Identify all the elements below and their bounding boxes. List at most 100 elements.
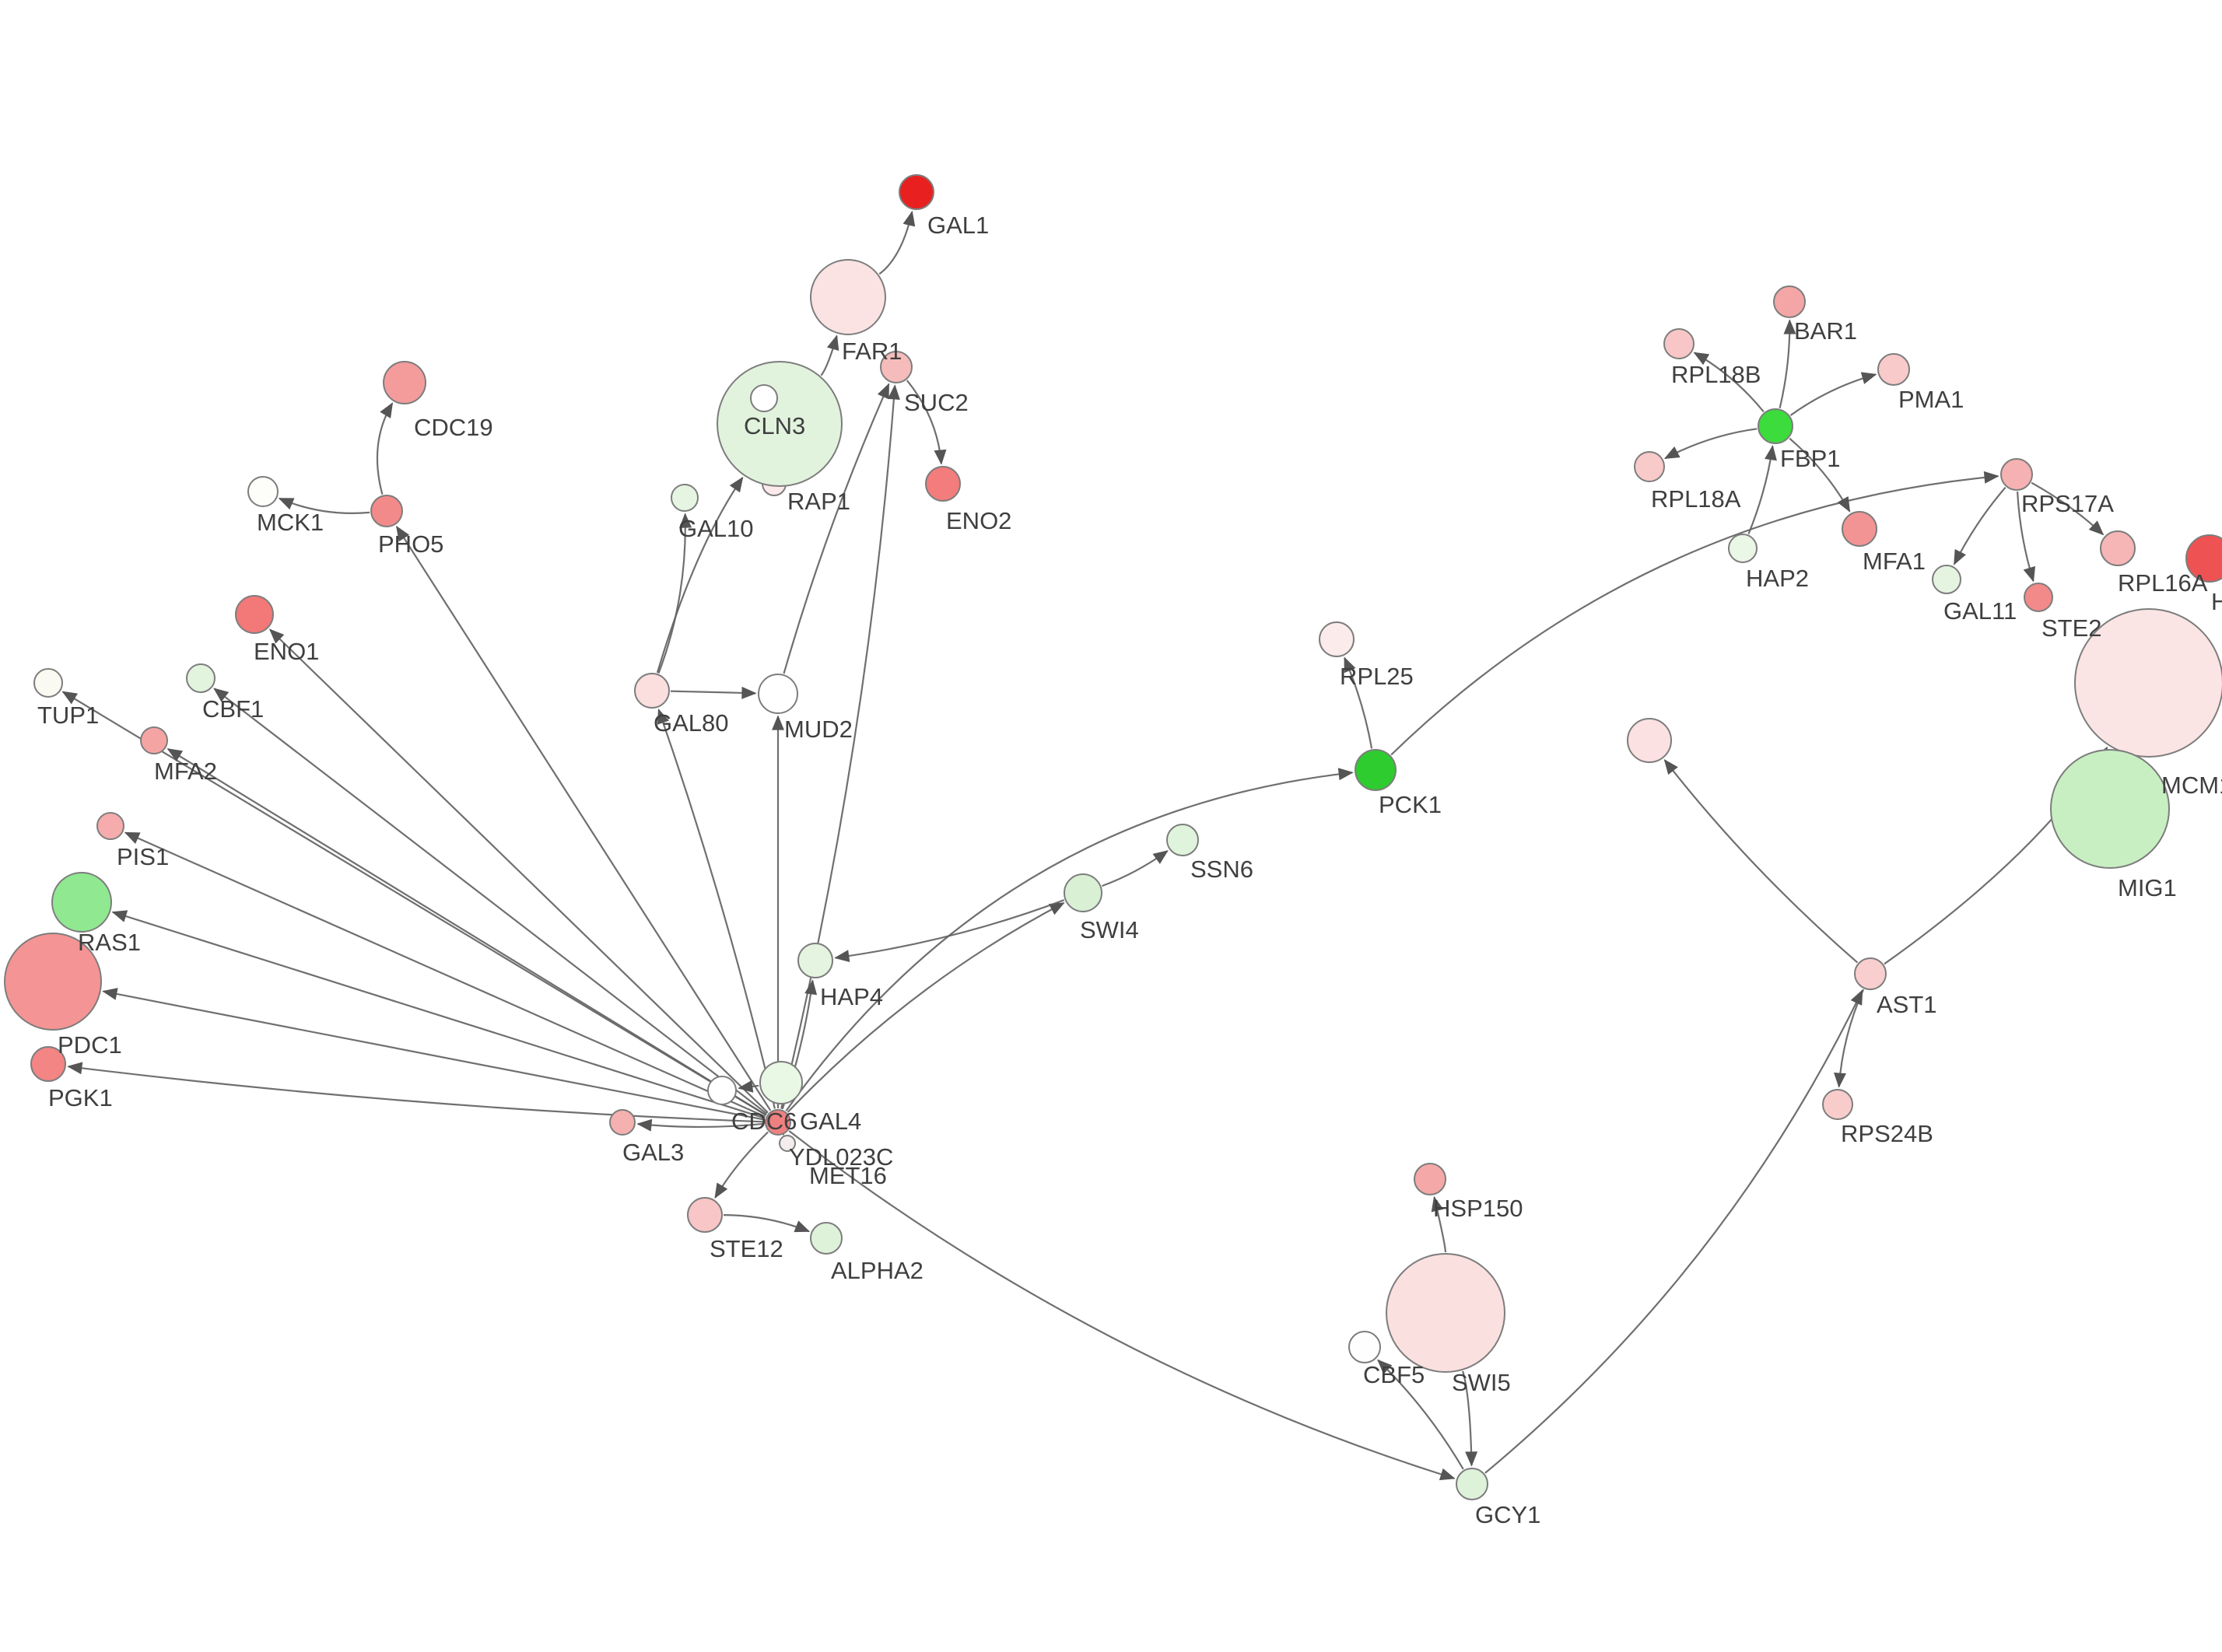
edge-GAL4-SUC2[interactable] [780,384,900,1109]
edge-MUD2-SUC2[interactable] [783,383,890,674]
edge-GAL4-GCY1[interactable] [788,1130,1456,1481]
node-RPL25[interactable] [1319,621,1355,657]
node-PGK1[interactable] [30,1046,66,1082]
edge-GAL4-PDC1[interactable] [102,988,765,1121]
node-PDC1[interactable] [4,933,102,1031]
edge-SWI4-SSN6[interactable] [1102,850,1169,887]
edge-FBP1-BAR1[interactable] [1779,319,1796,408]
edge-GAL80-GAL10[interactable] [657,513,692,674]
node-AST1[interactable] [1854,957,1887,990]
node-RPL18A[interactable] [1634,451,1665,482]
edge-GAL4-MFA2[interactable] [166,748,767,1116]
edge-STE12-ALPHA2[interactable] [723,1214,811,1233]
edge-FBP1-RPL18B[interactable] [1693,352,1765,413]
node-unlabeled[interactable] [1627,718,1672,763]
node-GAL80[interactable] [634,673,670,709]
node-HSP150[interactable] [1414,1163,1446,1195]
edge-YDL023C-CDC6[interactable] [738,1080,759,1093]
edge-HAP2-FBP1[interactable] [1747,445,1777,534]
edge-FBP1-RPL18A[interactable] [1663,428,1758,460]
edge-AST1-UNK1[interactable] [1663,759,1859,964]
edge-GAL4-PCK1[interactable] [785,768,1354,1111]
edge-PHO5-CDC19[interactable] [376,402,394,495]
edge-SUC2-ENO2[interactable] [906,380,947,465]
node-RAS1[interactable] [51,872,112,933]
edge-GAL4-PGK1[interactable] [67,1062,765,1123]
edge-FBP1-MFA1[interactable] [1789,437,1851,513]
node-CBF5[interactable] [1348,1331,1381,1363]
edge-RPS17A-RPL16A[interactable] [2031,481,2105,536]
edge-GAL4-PIS1[interactable] [124,831,766,1118]
edge-GAL4-STE12[interactable] [714,1131,769,1199]
edge-SWI5-HSP150[interactable] [1431,1195,1446,1253]
node-MCK1[interactable] [247,476,279,507]
edge-CLN3-FAR1[interactable] [820,334,839,376]
node-GCY1[interactable] [1456,1468,1488,1500]
node-HIS4[interactable] [2185,534,2222,583]
node-PMA1[interactable] [1877,353,1910,386]
edge-GAL4-CBF1[interactable] [213,688,768,1115]
node-CLN3[interactable] [717,361,843,487]
node-RPL16A[interactable] [2100,530,2136,566]
node-MCM1[interactable] [2074,608,2222,758]
node-GAL10[interactable] [671,484,699,512]
node-STE12[interactable] [687,1197,723,1233]
node-BAR1[interactable] [1773,285,1806,318]
edge-FBP1-PMA1[interactable] [1789,372,1877,416]
node-CBF1[interactable] [186,663,216,693]
edge-SWI5-GCY1[interactable] [1462,1370,1478,1467]
node-MET16[interactable] [779,1135,796,1152]
edge-GAL4-RAS1[interactable] [111,910,766,1119]
node-FAR1[interactable] [810,259,886,335]
edge-GCY1-AST1[interactable] [1484,989,1863,1474]
node-GAL3[interactable] [609,1109,636,1136]
edge-GAL4-TUP1[interactable] [61,691,767,1116]
node-GAL11[interactable] [1932,565,1961,594]
node-YDL023C[interactable] [759,1061,803,1104]
node-HAP4[interactable] [797,943,833,978]
node-MFA1[interactable] [1842,511,1877,547]
node-RPS24B[interactable] [1822,1089,1853,1120]
edge-PHO5-MCK1[interactable] [278,497,370,515]
node-CDC19[interactable] [383,361,426,404]
node-HAP2[interactable] [1728,534,1758,563]
node-FBP1[interactable] [1758,408,1793,444]
node-TUP1[interactable] [33,668,63,698]
edge-PCK1-RPS17A[interactable] [1390,471,1999,756]
node-MFA2[interactable] [140,726,168,754]
edge-GAL4-GAL80[interactable] [657,708,776,1109]
edge-RPS17A-STE2[interactable] [2017,491,2035,583]
node-MIG1[interactable] [2050,749,2170,869]
edge-PCK1-RPL25[interactable] [1344,656,1373,749]
node-CDC6[interactable] [707,1076,737,1105]
edge-GAL4-SWI4[interactable] [787,902,1065,1113]
node-STE2[interactable] [2024,583,2053,612]
node-MUD2[interactable] [758,674,798,714]
edge-GAL80-MUD2[interactable] [670,686,757,699]
node-ENO1[interactable] [235,595,274,634]
node-ENO2[interactable] [925,466,961,502]
edge-RPS17A-GAL11[interactable] [1953,486,2006,565]
edge-GAL4-GAL3[interactable] [636,1118,765,1132]
edge-GCY1-CBF5[interactable] [1377,1359,1464,1470]
edge-AST1-RPS24B[interactable] [1833,989,1865,1088]
node-SSN6[interactable] [1166,824,1199,856]
node-ALPHA2[interactable] [810,1222,843,1255]
edge-GAL4-ENO1[interactable] [268,628,769,1114]
node-RPL18B[interactable] [1663,328,1695,359]
node-PIS1[interactable] [96,812,124,840]
node-SWI5[interactable] [1386,1253,1505,1373]
node-PHO5[interactable] [370,495,403,527]
node-GAL4[interactable] [765,1109,791,1136]
edge-GAL4-PHO5[interactable] [395,525,772,1111]
node-RPS17A[interactable] [2000,458,2033,491]
node-PCK1[interactable] [1355,749,1397,791]
edge-FAR1-GAL1[interactable] [878,210,916,275]
edge-GAL80-CLN3[interactable] [656,476,744,674]
node-SWI4[interactable] [1064,873,1102,912]
node-GAL1[interactable] [899,174,934,210]
node-unlabeled[interactable] [750,384,778,412]
node-SUC2[interactable] [880,351,913,383]
edge-SWI4-HAP4[interactable] [834,899,1065,963]
